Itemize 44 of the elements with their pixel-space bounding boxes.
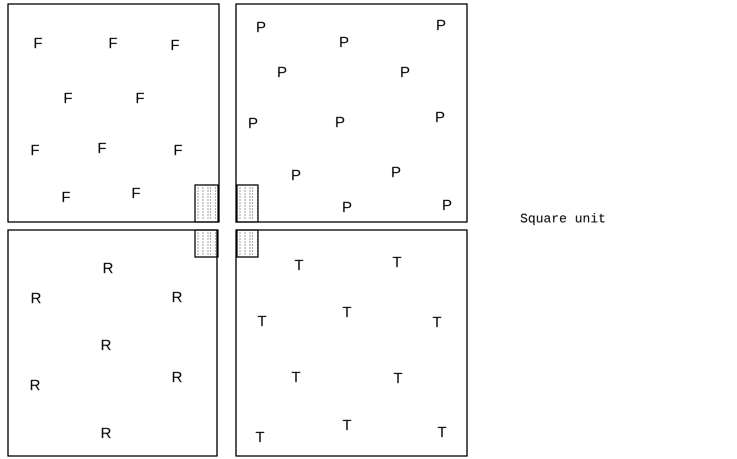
letter: T: [258, 316, 266, 326]
letter: T: [394, 372, 402, 384]
letter: P: [443, 200, 452, 210]
letter: R: [172, 292, 182, 302]
letter: F: [62, 192, 70, 202]
letter: T: [432, 316, 442, 328]
letter: T: [342, 306, 352, 318]
letter: R: [102, 428, 111, 438]
letter: P: [437, 20, 446, 30]
letter: F: [136, 92, 144, 104]
letter: P: [343, 202, 352, 212]
letter: T: [256, 432, 264, 442]
letter: P: [436, 112, 444, 122]
letter: T: [392, 256, 402, 268]
letter: R: [30, 380, 40, 390]
letter: P: [292, 170, 300, 180]
letter: T: [292, 372, 300, 382]
square: [235, 229, 468, 457]
letter: T: [342, 420, 352, 430]
letter: R: [172, 372, 182, 382]
letter: P: [401, 66, 410, 78]
letter: P: [392, 166, 400, 178]
square: [7, 229, 218, 457]
letter: F: [132, 188, 140, 198]
letter: P: [257, 22, 266, 32]
letter: F: [98, 142, 106, 154]
square: [7, 3, 220, 223]
square: [235, 3, 468, 223]
letter: F: [32, 144, 39, 156]
letter: T: [438, 426, 446, 438]
letter: P: [278, 66, 286, 78]
letter: F: [64, 92, 72, 104]
letter: F: [34, 38, 42, 48]
letter: P: [336, 116, 344, 128]
letter: F: [172, 40, 179, 50]
caption-label: Square unit: [520, 212, 605, 226]
letter: R: [104, 262, 113, 274]
letter: R: [32, 292, 41, 304]
letter: R: [102, 340, 111, 350]
letter: P: [340, 36, 348, 48]
letter: F: [174, 144, 182, 156]
letter: F: [110, 38, 117, 48]
letter: P: [249, 118, 258, 128]
letter: T: [294, 260, 304, 270]
